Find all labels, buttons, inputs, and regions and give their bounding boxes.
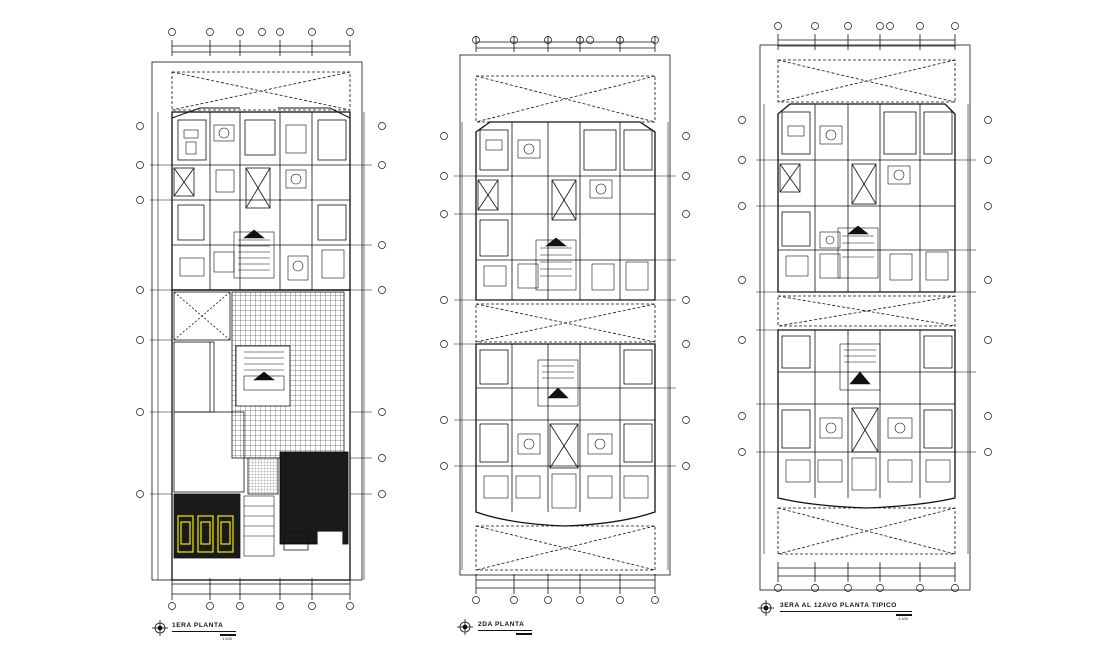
stair-icon xyxy=(535,237,577,291)
entry-stair-icon xyxy=(243,495,275,557)
plan-2-scale-bar xyxy=(516,633,532,635)
void-cross-mid xyxy=(475,303,656,343)
plan-3-scale-bar xyxy=(896,614,912,616)
plan-1-drawing xyxy=(136,28,386,636)
plan-2-title: 2DA PLANTA xyxy=(478,621,525,628)
plan-3-scale: 1:100 xyxy=(898,616,909,621)
plan-1-title-underline xyxy=(172,631,236,632)
plan-3-drawing xyxy=(738,22,992,616)
grid-bubble-icon xyxy=(440,36,690,604)
light-well xyxy=(477,179,577,221)
plan-1-scale: 1:100 xyxy=(222,636,233,641)
void-cross-mid xyxy=(777,295,956,327)
plan-3-title-underline xyxy=(780,611,912,612)
stair-icon xyxy=(243,351,285,391)
plan-3-title: 3ERA AL 12AVO PLANTA TIPICO xyxy=(780,602,897,609)
plan-2-drawing xyxy=(440,36,690,635)
room-partitions xyxy=(778,330,955,498)
light-well xyxy=(173,167,271,209)
stair-icon xyxy=(839,343,881,391)
top-dimension-line xyxy=(475,36,656,52)
room-partitions xyxy=(476,344,655,512)
stair-icon xyxy=(537,359,579,407)
furniture-icon xyxy=(179,124,345,281)
void-cross-top xyxy=(777,59,956,103)
plan-1-title: 1ERA PLANTA xyxy=(172,622,224,629)
bottom-dimension-line xyxy=(171,578,351,600)
furniture-icon xyxy=(483,139,649,291)
side-dimension-line xyxy=(150,112,372,580)
plan-2-title-underline xyxy=(478,630,532,631)
plan-1-scale-bar xyxy=(220,634,236,636)
bottom-dimension-line xyxy=(475,574,656,594)
parking-car-icon xyxy=(177,515,234,553)
room-partitions xyxy=(476,122,655,300)
top-dimension-line xyxy=(777,34,956,50)
void-cross-bottom xyxy=(475,525,656,571)
light-well xyxy=(779,163,877,205)
grid-bubble-icon xyxy=(136,28,386,610)
furniture-icon xyxy=(483,433,649,509)
stair-icon xyxy=(837,225,879,279)
side-dimension-line xyxy=(756,104,976,554)
grid-bubble-icon xyxy=(738,22,992,592)
furniture-icon xyxy=(785,125,949,281)
light-well xyxy=(549,423,579,469)
void-cross-top xyxy=(171,71,351,111)
room-partitions xyxy=(778,104,955,292)
north-arrow-icon xyxy=(152,620,168,636)
void-cross-bottom xyxy=(777,507,956,555)
void-cross-top xyxy=(475,75,656,123)
light-well xyxy=(851,407,879,453)
room-partitions xyxy=(172,112,350,290)
bottom-dimension-line xyxy=(777,562,956,582)
top-dimension-line xyxy=(171,40,351,56)
stair-icon xyxy=(233,229,275,279)
furniture-icon xyxy=(785,417,951,491)
north-arrow-icon xyxy=(457,619,473,635)
side-dimension-line xyxy=(454,122,676,570)
north-arrow-icon xyxy=(758,600,774,616)
